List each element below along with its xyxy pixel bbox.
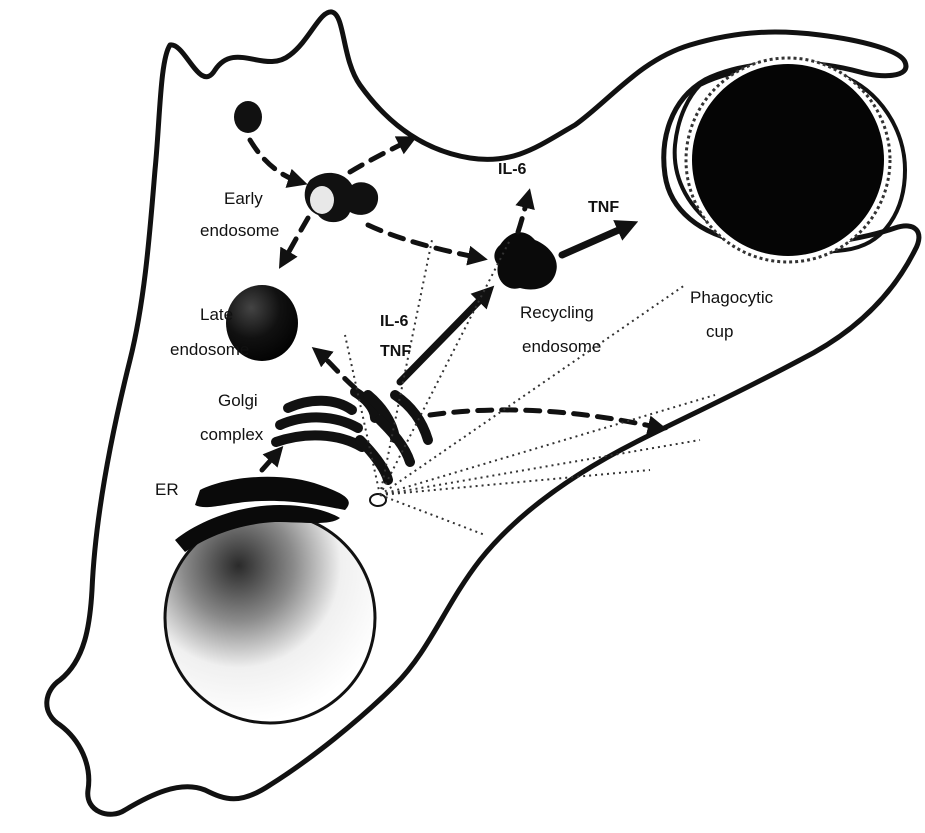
golgi-to-late-endosome-arrow bbox=[318, 352, 355, 388]
golgi-label: Golgi bbox=[218, 391, 258, 410]
recycling-endosome-label: Recycling bbox=[520, 303, 594, 322]
er-to-golgi-arrow bbox=[262, 452, 278, 470]
er-label: ER bbox=[155, 480, 179, 499]
golgi-to-recycling-arrow bbox=[400, 292, 488, 382]
tnf-top-label: TNF bbox=[588, 199, 619, 216]
phagocytic-cup-label-2: cup bbox=[706, 322, 733, 341]
early-endosome-label: Early bbox=[224, 189, 263, 208]
early-to-membrane-arrow bbox=[350, 140, 410, 172]
endocytic-vesicle bbox=[234, 101, 262, 133]
golgi-label-2: complex bbox=[200, 425, 264, 444]
early-to-recycling-arrow bbox=[368, 225, 480, 258]
early-endosome-label-2: endosome bbox=[200, 221, 279, 240]
recycling-to-phagocytic-cup-arrow bbox=[562, 225, 630, 255]
golgi-to-membrane-arrow bbox=[430, 410, 660, 428]
phagocytic-cup-label: Phagocytic bbox=[690, 288, 774, 307]
recycling-endosome-label-2: endosome bbox=[522, 337, 601, 356]
late-endosome-label-2: endosome bbox=[170, 340, 249, 359]
golgi-complex bbox=[276, 392, 428, 480]
recycling-to-membrane-arrow bbox=[518, 196, 528, 232]
early-to-late-endosome-arrow bbox=[283, 218, 308, 262]
recycling-endosome bbox=[494, 232, 556, 289]
il6-top-label: IL-6 bbox=[498, 161, 527, 178]
tnf-mid-label: TNF bbox=[380, 343, 411, 360]
il6-mid-label: IL-6 bbox=[380, 313, 409, 330]
early-endosome bbox=[305, 173, 378, 222]
vesicle-to-early-endosome-arrow bbox=[250, 140, 300, 182]
late-endosome-label: Late bbox=[200, 305, 233, 324]
